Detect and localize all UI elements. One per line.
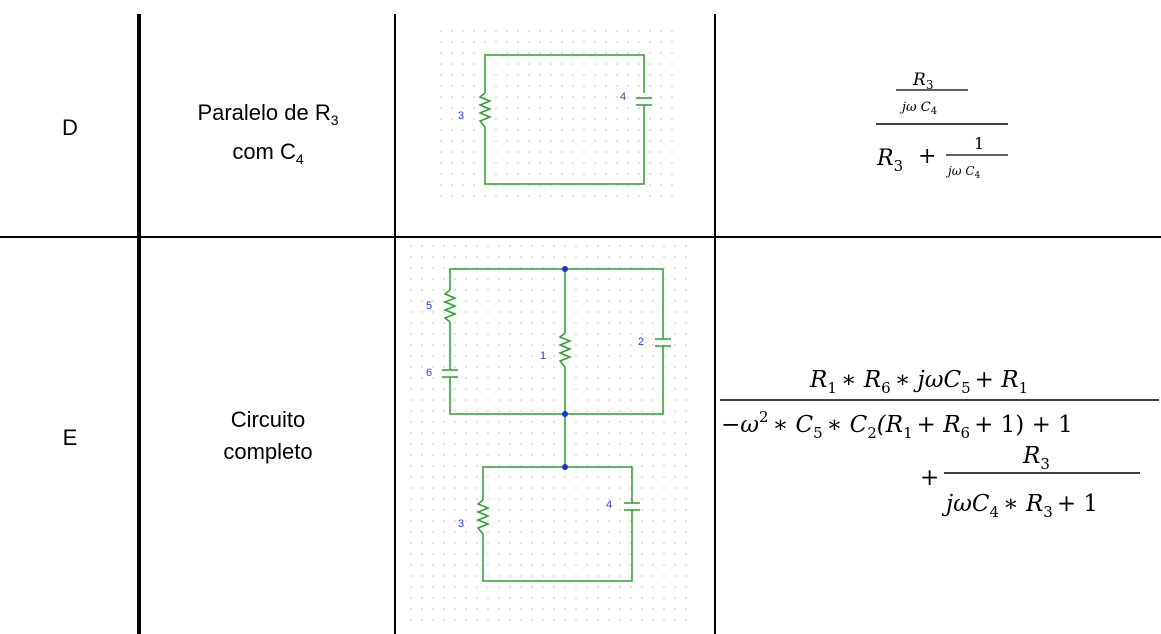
label-r3: 3 [458,518,464,530]
resistor-r3 [477,92,493,128]
svg-text:R3: R3 [1022,443,1050,473]
resistor-r3 [475,499,491,535]
label-r5: 5 [426,300,432,312]
svg-text:−ω2∗ C5∗ C2(R1+ R6+ 1) + 1: −ω2∗ C5∗ C2(R1+ R6+ 1) + 1 [721,408,1073,442]
resistor-r5 [442,289,458,323]
label-r1: 1 [540,350,546,362]
table-border-left [137,14,141,634]
row-e-description: Circuito completo [223,407,313,464]
label-c4: 4 [606,499,612,511]
table-border-mid2 [714,14,716,634]
svg-text:+: + [920,465,939,491]
row-e-id: E [62,425,78,450]
row-d-description: Paralelo de R3 com C4 [197,100,339,167]
row-d-id: D [62,115,78,140]
formula-d: R3 jω C4 R3 + 1 jω C4 [876,70,1008,181]
svg-text:jω C4: jω C4 [899,100,937,117]
resistor-r1 [557,332,573,368]
grid-background [440,30,680,200]
grid-background [410,245,695,630]
svg-text:R1∗ R6∗ jωC5+ R1: R1∗ R6∗ jωC5+ R1 [809,367,1028,397]
nodes [562,266,568,470]
label-c2: 2 [638,336,644,348]
svg-text:jωC4∗ R3+ 1: jωC4∗ R3+ 1 [941,491,1098,521]
table-border-mid1 [394,14,396,634]
svg-text:+: + [918,144,936,169]
svg-text:1: 1 [974,134,984,153]
row-d-schematic: 3 4 [440,30,680,200]
svg-text:jω C4: jω C4 [945,164,981,181]
wires [442,268,671,582]
wires [477,54,652,185]
label-c6: 6 [426,367,432,379]
formula-e: R1∗ R6∗ jωC5+ R1 −ω2∗ C5∗ C2(R1+ R6+ 1) … [720,367,1159,521]
row-e-schematic: 5 6 1 2 3 4 [410,245,695,630]
svg-text:R3: R3 [912,70,933,92]
svg-text:R3: R3 [876,146,903,175]
label-r3: 3 [458,110,464,122]
label-c4: 4 [620,91,626,103]
table-row-separator [0,236,1161,238]
